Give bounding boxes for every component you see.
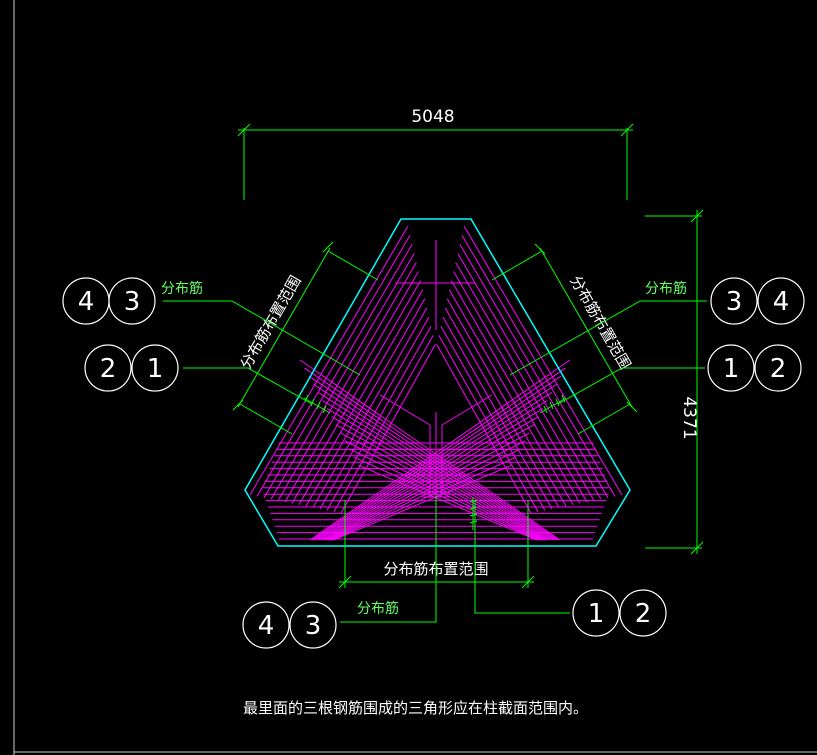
rebar-cross-b bbox=[318, 400, 548, 541]
rebar-cross-b bbox=[329, 448, 521, 541]
rebar-stem bbox=[379, 394, 431, 426]
rebar-cross-a bbox=[313, 383, 555, 541]
rebar-cross-a bbox=[331, 416, 548, 541]
rebar-diagonal-right bbox=[457, 253, 602, 500]
callout-top-right-a: 3 bbox=[726, 287, 743, 317]
callout-top-left: 4 3 bbox=[62, 277, 156, 325]
rebar-cross-a bbox=[322, 400, 552, 541]
caption-note: 最里面的三根钢筋围成的三角形应在柱截面范围内。 bbox=[243, 699, 588, 717]
rebar-cross-b bbox=[322, 416, 539, 541]
callout-bottom-right-a: 1 bbox=[588, 599, 605, 629]
rebar-diagonal-left bbox=[277, 262, 417, 501]
rebar-cross-b bbox=[320, 408, 544, 541]
rebar-diagonal-right bbox=[461, 234, 616, 497]
rebar-diagonal-right bbox=[455, 262, 595, 501]
rebar-diagonal-left bbox=[319, 316, 430, 510]
rebar-diagonal-right bbox=[463, 225, 623, 496]
rebar-cross-b bbox=[313, 375, 562, 541]
rebar-diagonal-left bbox=[249, 225, 409, 496]
distribution-label-left: 分布筋 bbox=[161, 280, 203, 297]
rebar-cross-b bbox=[333, 464, 512, 541]
range-dimension-right bbox=[491, 243, 638, 435]
callout-bottom-right-b: 2 bbox=[635, 599, 652, 629]
callout-bottom-right: 1 2 bbox=[572, 589, 667, 637]
rebar-diagonal-right bbox=[448, 289, 574, 506]
callout-top-right: 3 4 bbox=[710, 277, 805, 325]
leader-mid-left bbox=[183, 367, 313, 405]
rebar-stem bbox=[441, 394, 493, 426]
rebar-cross-b bbox=[309, 359, 571, 541]
callout-bottom-left-a: 4 bbox=[258, 611, 275, 641]
dimension-width bbox=[237, 123, 634, 200]
leader-top-right bbox=[509, 300, 707, 376]
range-dimension-left bbox=[232, 241, 379, 435]
callout-bottom-left: 4 3 bbox=[242, 601, 337, 649]
rebar-diagonal-right bbox=[459, 243, 609, 499]
rebar-diagonal-right bbox=[440, 325, 546, 511]
rebar-diagonal-right bbox=[442, 316, 553, 510]
callout-bottom-left-b: 3 bbox=[305, 611, 322, 641]
callout-mid-right: 1 2 bbox=[707, 344, 802, 392]
rebar-cross-b bbox=[311, 367, 566, 541]
leader-mid-right bbox=[557, 367, 705, 405]
rebar-diagonal-right bbox=[444, 307, 560, 508]
dimension-width-label: 5048 bbox=[411, 107, 454, 127]
rebar-cross-a bbox=[344, 440, 543, 541]
rebar-cross-a bbox=[353, 456, 539, 541]
rebar-diagonal-left bbox=[284, 271, 419, 503]
rebar-diagonal-right bbox=[446, 298, 567, 507]
rebar-diagonal-right bbox=[438, 334, 539, 513]
rebar-diagonal-right bbox=[450, 280, 581, 504]
callout-top-right-b: 4 bbox=[773, 287, 790, 317]
rebar-cross-a bbox=[335, 424, 546, 541]
leader-bottom-right bbox=[474, 500, 570, 614]
rebar-diagonal-left bbox=[305, 298, 426, 507]
rebar-cross-b bbox=[316, 391, 553, 541]
column-section-outline bbox=[244, 218, 631, 547]
rebar-diagonal-left bbox=[333, 334, 434, 513]
callout-mid-right-b: 2 bbox=[770, 354, 787, 384]
dimension-height bbox=[645, 209, 704, 555]
rebar-diagonal-left bbox=[291, 280, 422, 504]
leader-bottom-left bbox=[340, 495, 437, 623]
rebar-cross-a bbox=[304, 367, 559, 541]
callout-top-left-b: 3 bbox=[124, 287, 141, 317]
rebar-diagonal-right bbox=[436, 344, 532, 514]
rebar-diagonal-left bbox=[256, 234, 411, 497]
callout-mid-right-a: 1 bbox=[723, 354, 740, 384]
rebar-diagonal-left bbox=[263, 243, 413, 499]
rebar-diagonal-left bbox=[270, 253, 415, 500]
rebar-diagonal-left bbox=[298, 289, 424, 506]
leader-top-left bbox=[163, 300, 361, 376]
rebar-cross-b bbox=[331, 456, 517, 541]
callout-mid-left: 2 1 bbox=[84, 344, 179, 392]
rebar-cross-a bbox=[358, 464, 537, 541]
callout-top-left-a: 4 bbox=[78, 287, 95, 317]
rebar-diagonal-right bbox=[453, 271, 588, 503]
distribution-label-bottom: 分布筋 bbox=[357, 600, 399, 617]
callout-mid-left-a: 2 bbox=[100, 354, 117, 384]
rebar-diagonal-left bbox=[312, 307, 428, 508]
dimension-height-label: 4371 bbox=[679, 396, 699, 439]
callout-mid-left-b: 1 bbox=[147, 354, 164, 384]
rebar-cross-b bbox=[327, 440, 526, 541]
rebar-cross-a bbox=[349, 448, 541, 541]
rebar-cross-b bbox=[324, 424, 535, 541]
rebar-cross-b bbox=[325, 432, 530, 541]
distribution-label-right: 分布筋 bbox=[645, 280, 687, 297]
callout-leaders bbox=[163, 300, 707, 623]
